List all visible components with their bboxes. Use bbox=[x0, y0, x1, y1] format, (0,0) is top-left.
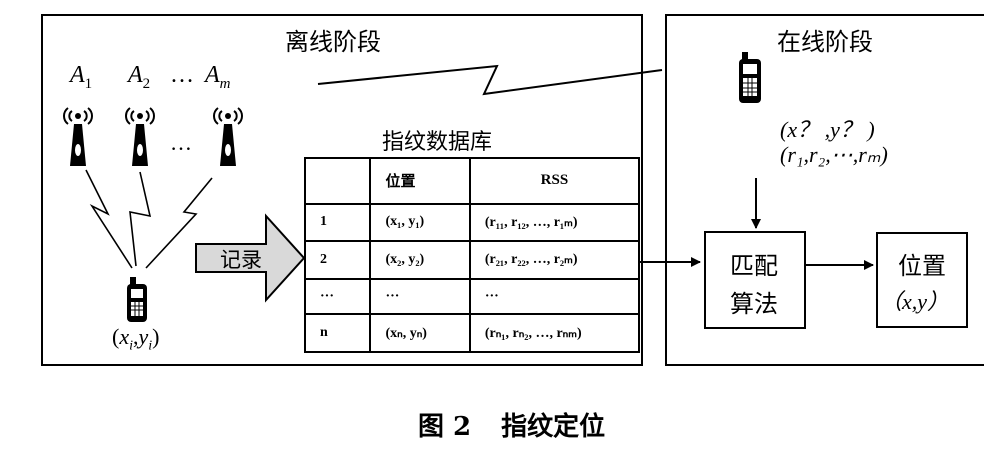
mobile-phone-icon-offline bbox=[127, 277, 147, 322]
table-cell-rss: (r₁₁, r₁₂, …, r₁ₘ) bbox=[468, 202, 641, 243]
table-header-row: 位置 RSS bbox=[303, 157, 641, 205]
offline-stage-title: 离线阶段 bbox=[285, 28, 381, 56]
record-label: 记录 bbox=[220, 248, 262, 272]
position-output-label-1: 位置 bbox=[898, 252, 946, 280]
stage-separator-zigzag bbox=[317, 64, 663, 96]
signal-lightning-1 bbox=[85, 169, 133, 269]
signal-lightning-3 bbox=[145, 177, 213, 269]
online-stage-box bbox=[665, 14, 984, 366]
position-output-box bbox=[876, 232, 968, 328]
ap-label-m: Am bbox=[205, 62, 231, 92]
matching-algorithm-box bbox=[704, 231, 806, 329]
ap-label-2: A2 bbox=[128, 62, 151, 92]
fingerprint-table: 位置 RSS 1 (x₁, y₁) (r₁₁, r₁₂, …, r₁ₘ) 2 (… bbox=[303, 157, 641, 353]
matching-algorithm-label-2: 算法 bbox=[730, 290, 778, 318]
ap-label-1: A1 bbox=[70, 62, 93, 92]
table-row: ··· ··· ··· bbox=[303, 277, 641, 316]
antenna-tower-icon-2 bbox=[125, 107, 155, 166]
table-cell-rss: (rₙ₁, rₙ₂, …, rₙₘ) bbox=[468, 313, 641, 353]
table-header-cell bbox=[303, 157, 372, 205]
figure-caption: 图 2 指纹定位 bbox=[418, 406, 605, 443]
antenna-tower-icon-m bbox=[213, 107, 243, 166]
table-row: n (xₙ, yₙ) (rₙ₁, rₙ₂, …, rₙₘ) bbox=[303, 313, 641, 353]
position-output-label-2: （x,y） bbox=[880, 289, 950, 314]
record-arrow bbox=[195, 213, 306, 303]
ap-label-ellipsis: … bbox=[170, 62, 194, 88]
signal-lightning-2 bbox=[129, 171, 152, 267]
figure-title: 指纹定位 bbox=[501, 412, 606, 442]
table-cell-rss: (r₂₁, r₂₂, …, r₂ₘ) bbox=[468, 240, 641, 280]
online-stage-title: 在线阶段 bbox=[777, 28, 873, 56]
offline-stage-box bbox=[41, 14, 643, 366]
table-cell-pos: (xₙ, yₙ) bbox=[369, 313, 471, 353]
table-header-cell: RSS bbox=[468, 157, 641, 205]
matching-algorithm-label-1: 匹配 bbox=[730, 252, 778, 280]
mobile-phone-icon-online bbox=[739, 52, 761, 103]
device-position-label: (xi,yi) bbox=[112, 324, 160, 354]
table-cell-pos: (x₂, y₂) bbox=[369, 240, 471, 280]
table-row: 1 (x₁, y₁) (r₁₁, r₁₂, …, r₁ₘ) bbox=[303, 202, 641, 243]
table-cell-id: 1 bbox=[303, 202, 372, 243]
tower-ellipsis: … bbox=[170, 130, 192, 155]
query-rss-text: (r₁,r₂,⋯,rₘ) bbox=[780, 142, 888, 167]
antenna-tower-icon-1 bbox=[63, 107, 93, 166]
table-row: 2 (x₂, y₂) (r₂₁, r₂₂, …, r₂ₘ) bbox=[303, 240, 641, 280]
query-position-text: (x？ ,y？ ) bbox=[780, 117, 875, 142]
table-cell-id: n bbox=[303, 313, 372, 353]
table-header-cell: 位置 bbox=[369, 157, 471, 205]
table-cell-rss: ··· bbox=[468, 277, 641, 316]
fingerprint-db-title: 指纹数据库 bbox=[382, 130, 493, 155]
table-cell-pos: ··· bbox=[369, 277, 471, 316]
table-cell-id: 2 bbox=[303, 240, 372, 280]
figure-number: 图 2 bbox=[418, 412, 472, 442]
table-cell-id: ··· bbox=[303, 277, 372, 316]
table-cell-pos: (x₁, y₁) bbox=[369, 202, 471, 243]
